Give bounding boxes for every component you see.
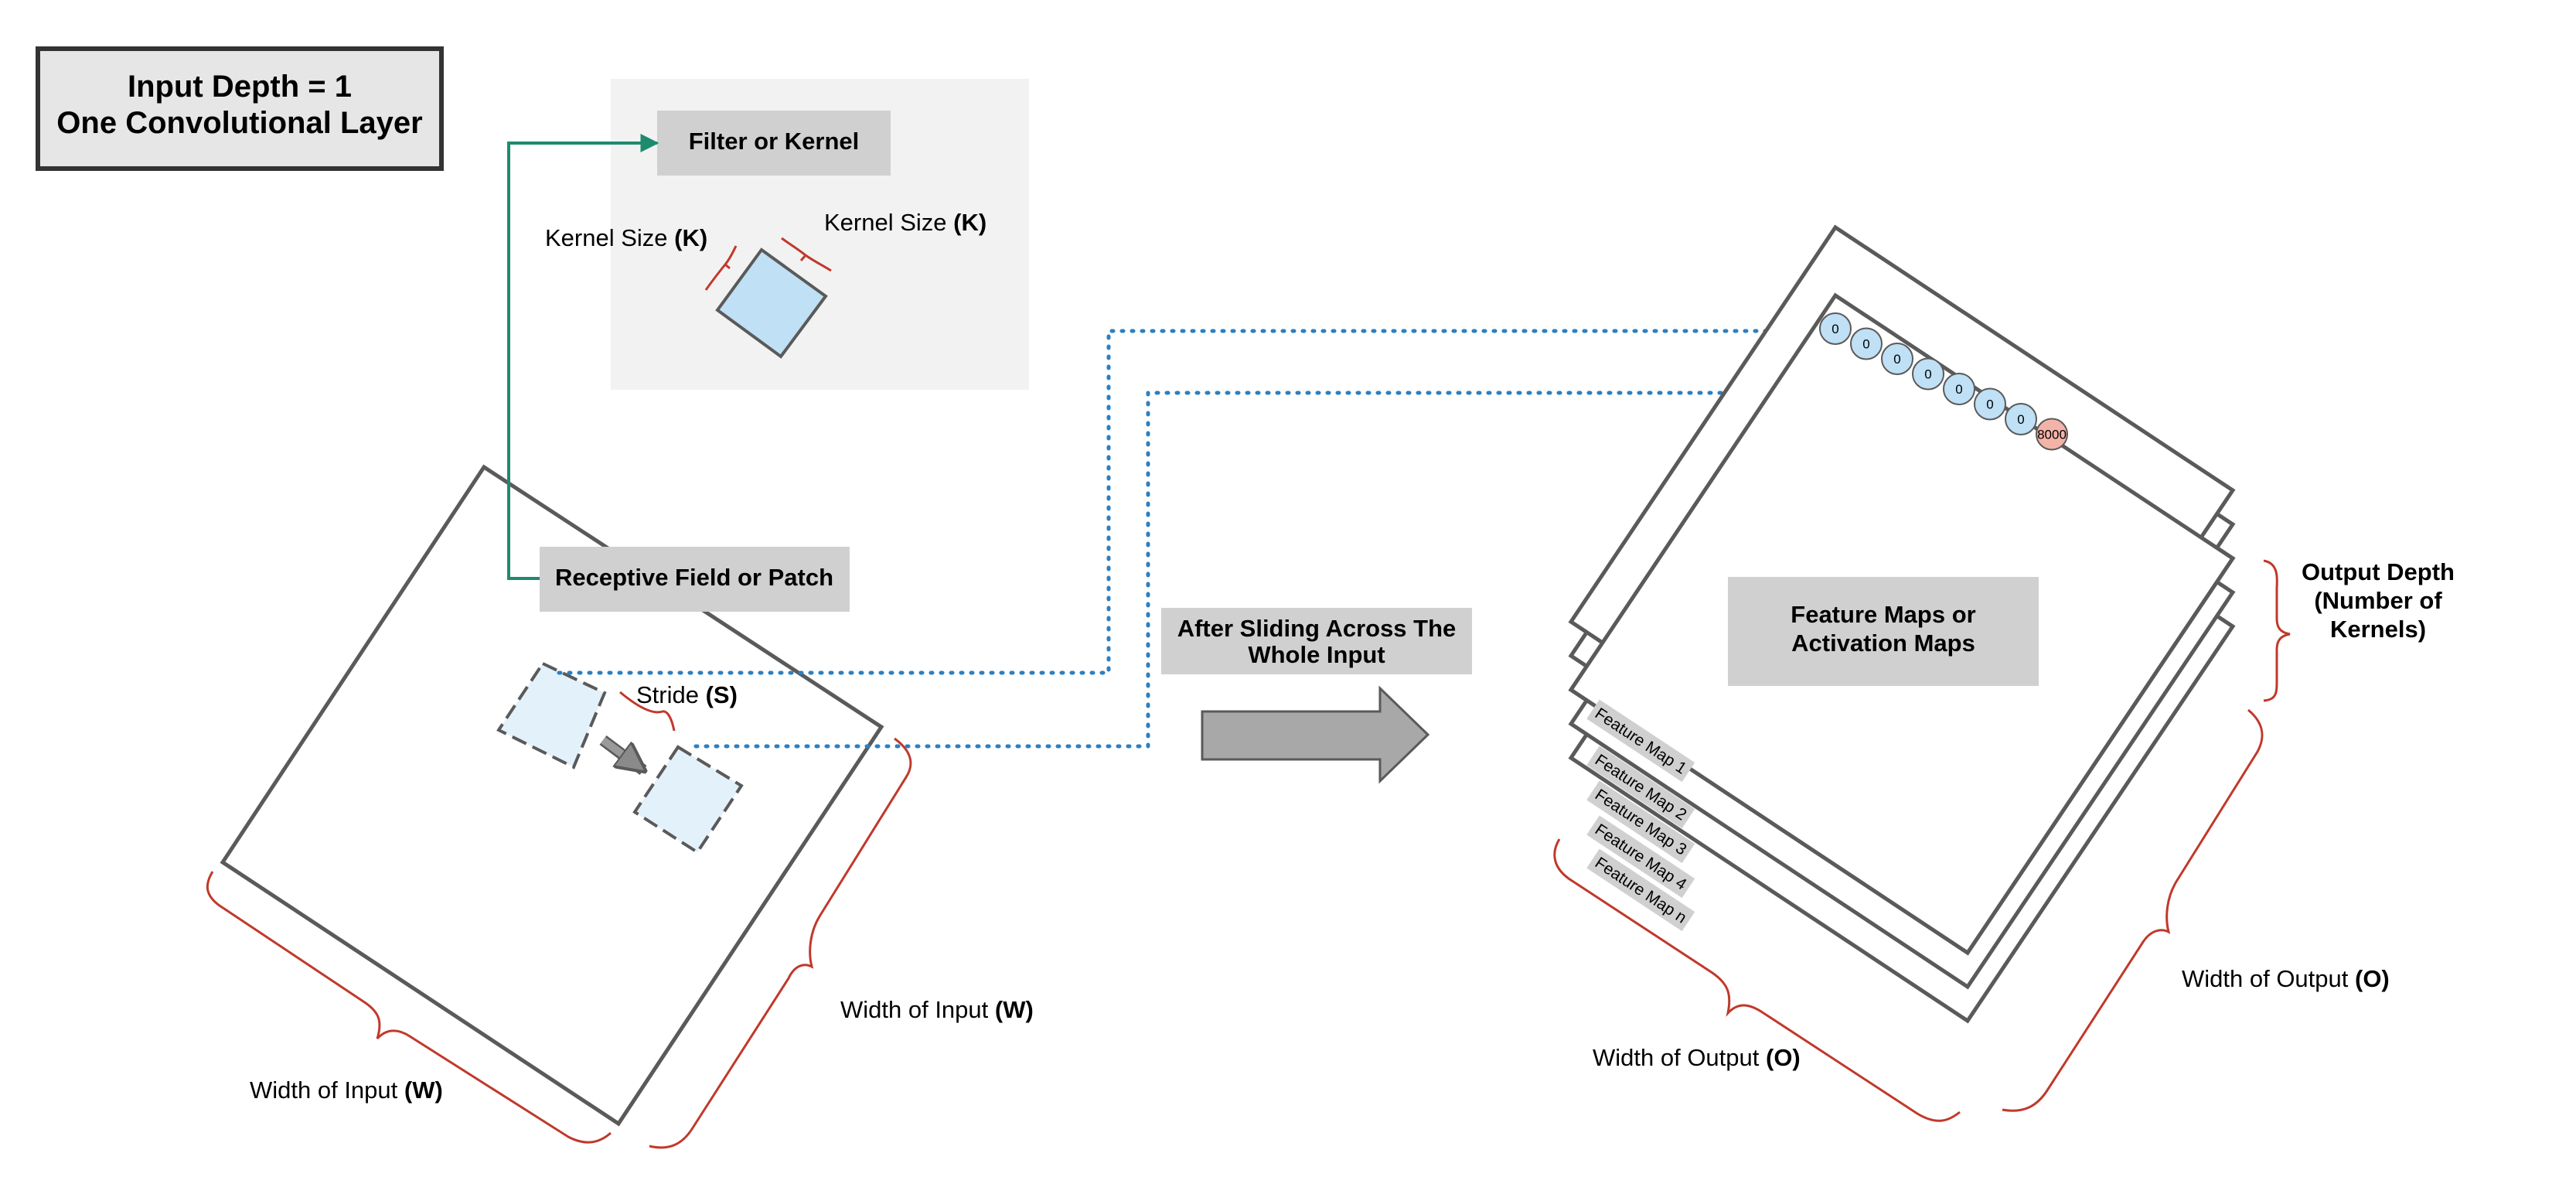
output-cell — [1943, 373, 1975, 405]
stride-label: Stride (S) — [636, 681, 738, 708]
sliding-label-line-2: Whole Input — [1248, 641, 1385, 668]
output-depth-brace — [2263, 559, 2291, 702]
output-cell — [1850, 327, 1883, 360]
feature-maps-line-2: Activation Maps — [1791, 630, 1975, 657]
output-cell — [1974, 387, 2006, 421]
kernel-brace-right — [781, 237, 832, 272]
feature-map-tag-bg — [1586, 815, 1695, 899]
title-line-1: Input Depth = 1 — [128, 70, 352, 104]
filter-label: Filter or Kernel — [689, 128, 860, 155]
stride-brace — [619, 691, 676, 732]
output-cell — [1881, 343, 1913, 375]
feature-map-tag-bg — [1586, 746, 1695, 829]
kernel-brace-left — [704, 245, 738, 291]
sliding-label-line-1: After Sliding Across The — [1177, 615, 1457, 642]
output-cell-value: 0 — [1924, 367, 1931, 382]
output-depth-line-1: Output Depth — [2302, 558, 2455, 585]
output-cell-value: 0 — [1955, 382, 1962, 397]
output-cell-value: 0 — [1862, 337, 1869, 352]
output-depth-line-3: Kernels) — [2330, 616, 2426, 643]
output-cell-value: 0 — [2017, 412, 2024, 427]
input-width-brace-bottom — [206, 871, 612, 1144]
output-cell-value: 0 — [1831, 322, 1838, 336]
input-width-brace-right — [649, 737, 912, 1149]
feature-map-tag-bg — [1586, 848, 1695, 932]
green-connector-arrow — [507, 134, 659, 580]
patch-1 — [496, 661, 607, 769]
input-square — [220, 464, 884, 1127]
feature-map-tag-bg — [1586, 780, 1695, 864]
patch-2 — [632, 745, 744, 855]
output-cell-value: 0 — [1893, 352, 1900, 367]
output-cell-value: 8000 — [2037, 428, 2067, 442]
output-cell — [1819, 312, 1852, 345]
output-width-brace-right — [2002, 708, 2264, 1112]
filter-panel: Filter or Kernel Kernel Size (K) Kernel … — [545, 79, 1029, 390]
output-cell — [1912, 357, 1944, 391]
input-width-right-label: Width of Input (W) — [840, 996, 1034, 1023]
sliding-label-box — [1161, 608, 1472, 674]
receptive-field-label: Receptive Field or Patch — [555, 564, 833, 591]
stride-arrow — [601, 736, 642, 769]
feature-map-tag-bg — [1586, 699, 1695, 783]
output-cell-value: 0 — [1986, 397, 1993, 412]
output-cell-hot — [2036, 418, 2068, 451]
input-width-bottom-label: Width of Input (W) — [250, 1076, 443, 1104]
output-width-right-label: Width of Output (O) — [2182, 965, 2390, 992]
output-width-bottom-label: Width of Output (O) — [1593, 1044, 1801, 1071]
feature-maps-box — [1728, 577, 2039, 686]
output-depth-line-2: (Number of — [2314, 587, 2442, 614]
kernel-size-left-label: Kernel Size (K) — [545, 224, 707, 251]
sliding-big-arrow — [1201, 685, 1430, 784]
title-box: Input Depth = 1 One Convolutional Layer — [36, 46, 444, 171]
kernel-square — [715, 247, 828, 359]
output-width-brace-bottom — [1553, 838, 1961, 1122]
dotted-connector-1 — [557, 321, 1825, 675]
title-line-2: One Convolutional Layer — [56, 106, 422, 140]
receptive-field-label-box — [540, 547, 850, 612]
output-cells: 0 0 0 0 0 0 0 8000 — [1819, 312, 2068, 451]
feature-maps-line-1: Feature Maps or — [1791, 601, 1975, 628]
filter-label-box — [657, 111, 891, 176]
output-cell — [2005, 403, 2037, 435]
kernel-size-right-label: Kernel Size (K) — [824, 209, 986, 236]
